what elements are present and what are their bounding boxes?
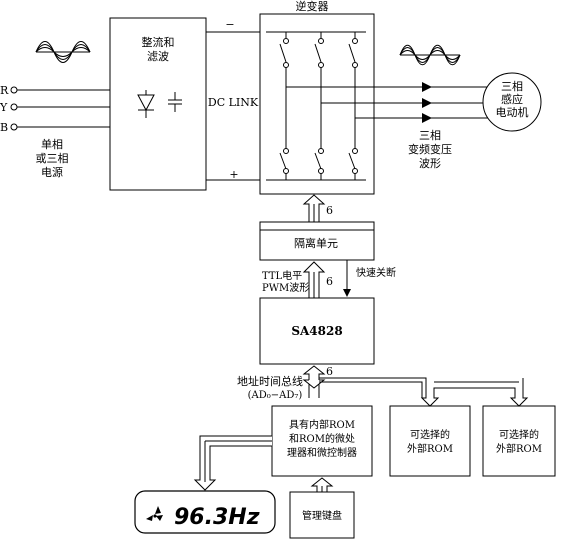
sa4828-to-isolation-arrow [302,261,326,299]
output-ac-waveform-icon [399,44,461,66]
diode-icon [137,90,155,118]
power-source-line3: 电源 [41,165,63,179]
ext-rom-1-line2: 外部ROM [407,442,453,455]
sa4828-box [259,297,375,365]
fast-shutdown-label: 快速关断 [356,266,396,279]
ext-rom-1-box [389,405,471,477]
output-wave-line2: 变频变压 [408,142,452,156]
inverter-bridge [266,31,435,181]
ext-rom-2-line1: 可选择的 [499,428,539,441]
pwm-signal-line2: PWM波形 [262,281,309,294]
rectifier-title-line2: 滤波 [147,50,169,63]
inverter-title: 逆变器 [296,0,329,13]
mcu-to-display-arrow [193,435,272,491]
output-wave-line1: 三相 [419,129,441,142]
mcu-line3: 理器和微控制器 [287,446,357,459]
input-terminal-r: R [0,84,110,97]
motor-line2: 感应 [501,92,523,106]
motor-line3: 电动机 [496,105,529,119]
isolation-label: 隔离单元 [294,236,338,250]
power-source-line2: 或三相 [36,152,69,165]
middle-bus-count: 6 [326,275,333,288]
input-ac-waveform-icon [35,41,91,63]
lower-bus-count: 6 [326,365,333,378]
ext-rom-2-line2: 外部ROM [496,442,542,455]
isolation-box [259,221,375,261]
display-value: 96.3Hz [174,505,260,530]
fan-icon [146,506,163,521]
output-wave-line3: 波形 [419,157,441,170]
power-source-line1: 单相 [41,138,63,151]
input-terminal-b: B [0,121,110,134]
rectifier-box [109,17,207,191]
dclink-plus: + [229,168,238,181]
input-terminal-y: Y [0,101,110,114]
inverter-box [259,13,375,195]
dclink-minus: − [225,18,234,31]
motor-line1: 三相 [501,80,523,93]
terminal-b-label: B [0,121,8,134]
output-phase-arrows [422,82,432,123]
capacitor-icon [168,92,182,112]
ext-rom-2-box [482,405,556,477]
address-bus-line1: 地址时间总线 [237,374,303,388]
isolation-to-inverter-arrow [302,194,326,223]
ext-rom-1-line1: 可选择的 [410,428,450,441]
motor-circle [482,72,542,132]
pwm-signal-line1: TTL电平 [262,269,302,282]
keyboard-to-mcu-arrow [310,477,334,492]
mcu-line2: 和ROM的微处 [289,432,355,445]
dclink-label: DC LINK [208,96,259,109]
sa4828-label: SA4828 [291,324,342,338]
mcu-line1: 具有内部ROM [289,418,355,431]
inverter-switches [279,38,358,174]
upper-bus-count: 6 [326,204,333,217]
address-bus [302,365,529,407]
rectifier-title-line1: 整流和 [142,35,175,49]
terminal-y-label: Y [0,101,8,114]
keyboard-label: 管理键盘 [302,509,342,522]
display-panel [134,490,276,534]
address-bus-line2: (AD₀−AD₇) [248,390,303,401]
keyboard-box [289,491,355,539]
terminal-r-label: R [0,84,9,97]
